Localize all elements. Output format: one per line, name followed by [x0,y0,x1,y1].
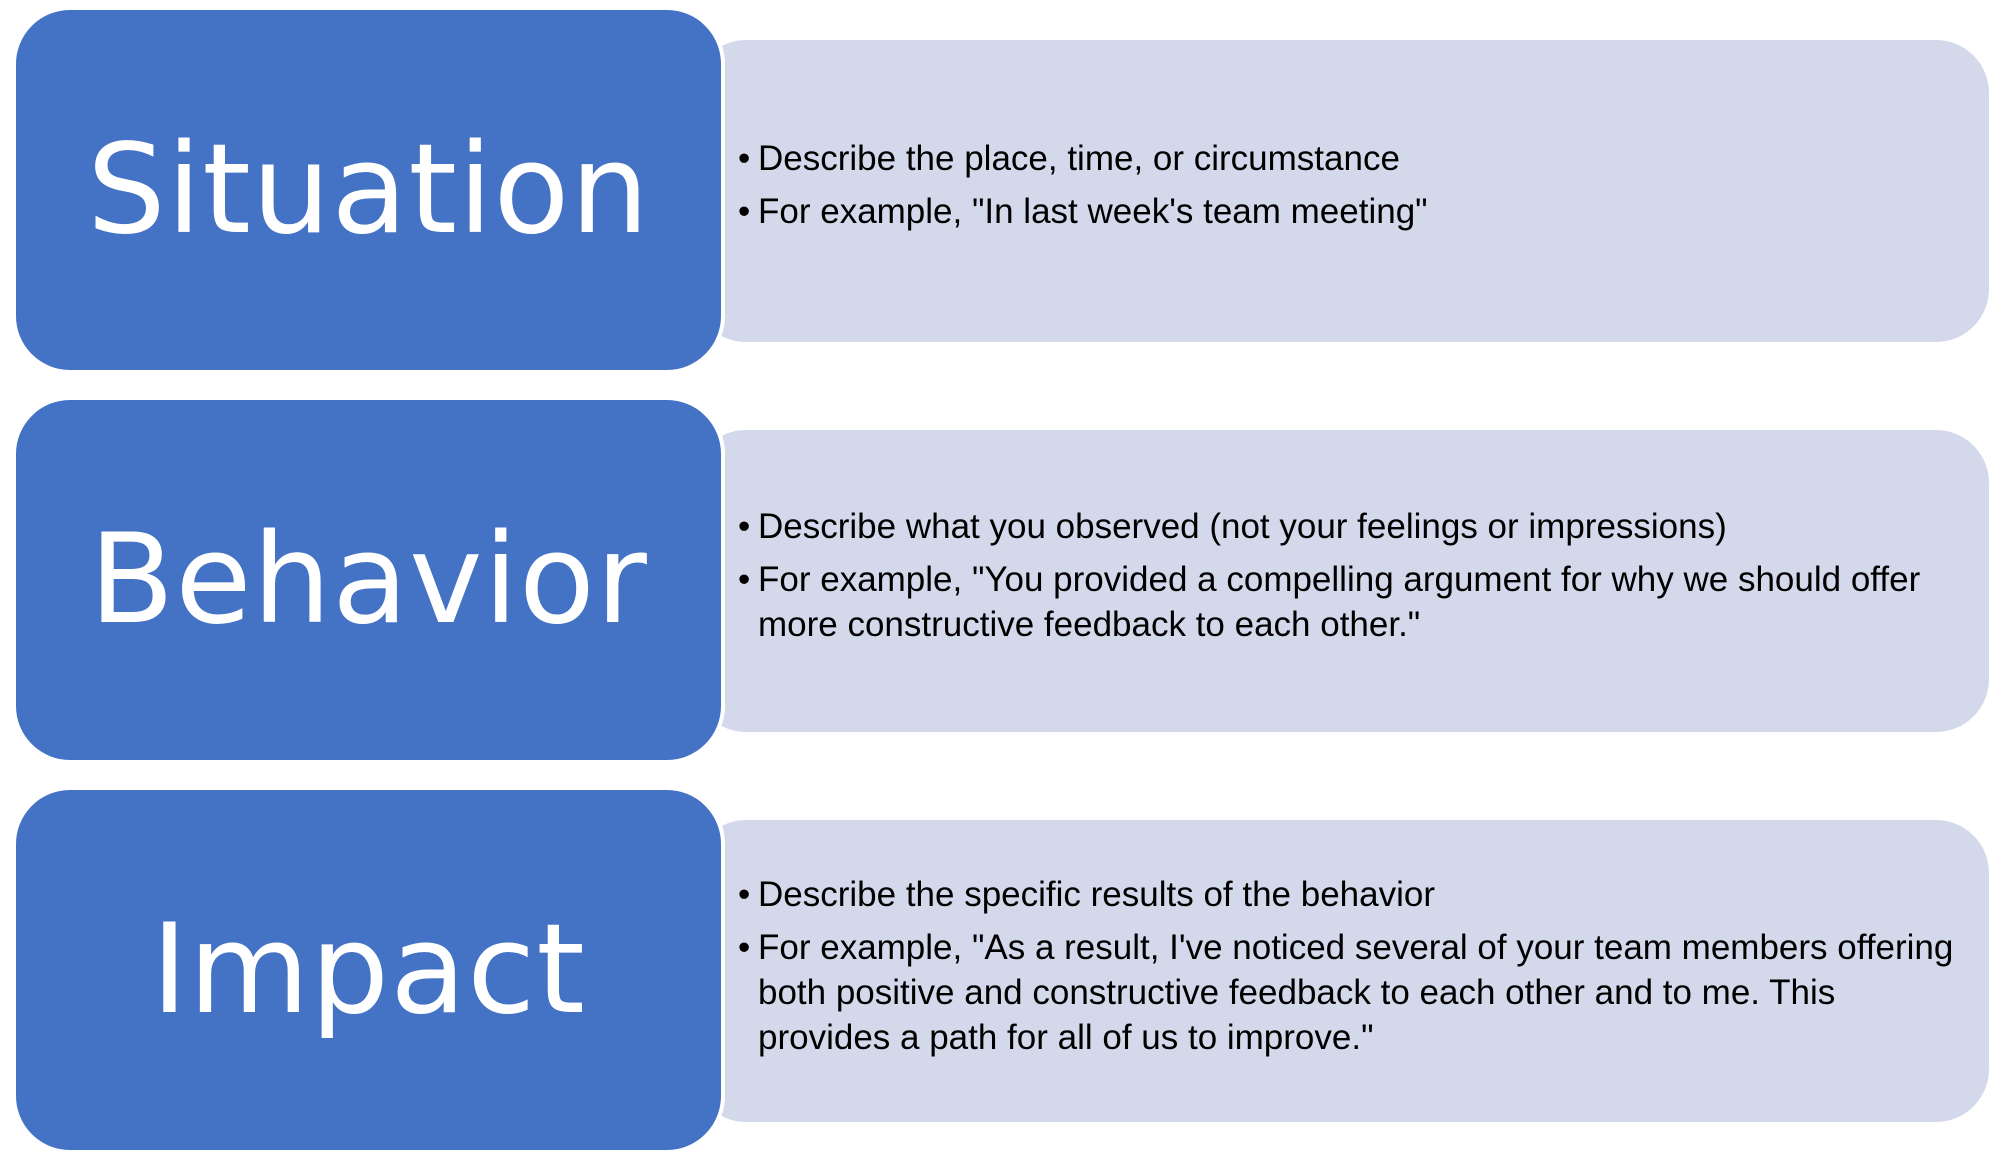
behavior-bullet-list: • Describe what you observed (not your f… [738,504,1968,655]
bullet-text: For example, "As a result, I've noticed … [758,928,1954,1057]
impact-bullet-list: • Describe the specific results of the b… [738,872,1968,1068]
behavior-label-box: Behavior [12,396,725,764]
bullet-text: Describe what you observed (not your fee… [758,507,1727,546]
bullet-dot-icon: • [738,192,751,231]
bullet-dot-icon: • [738,507,751,546]
situation-label: Situation [87,118,650,262]
impact-label: Impact [151,898,586,1042]
impact-label-box: Impact [12,786,725,1154]
situation-label-box: Situation [12,6,725,374]
behavior-detail-box [690,427,1992,735]
bullet-dot-icon: • [738,875,751,914]
behavior-bullet-2: • For example, "You provided a compellin… [738,557,1968,647]
bullet-text: Describe the specific results of the beh… [758,875,1435,914]
situation-bullet-1: • Describe the place, time, or circumsta… [738,136,1968,181]
bullet-text: For example, "You provided a compelling … [758,560,1921,644]
situation-detail-box [690,37,1992,345]
situation-bullet-2: • For example, "In last week's team meet… [738,189,1968,234]
behavior-label: Behavior [89,508,648,652]
bullet-dot-icon: • [738,139,751,178]
bullet-dot-icon: • [738,928,751,967]
situation-bullet-list: • Describe the place, time, or circumsta… [738,136,1968,242]
behavior-bullet-1: • Describe what you observed (not your f… [738,504,1968,549]
bullet-dot-icon: • [738,560,751,599]
impact-bullet-1: • Describe the specific results of the b… [738,872,1968,917]
impact-bullet-2: • For example, "As a result, I've notice… [738,925,1968,1060]
bullet-text: For example, "In last week's team meetin… [758,192,1428,231]
bullet-text: Describe the place, time, or circumstanc… [758,139,1400,178]
impact-detail-box [690,817,1992,1125]
